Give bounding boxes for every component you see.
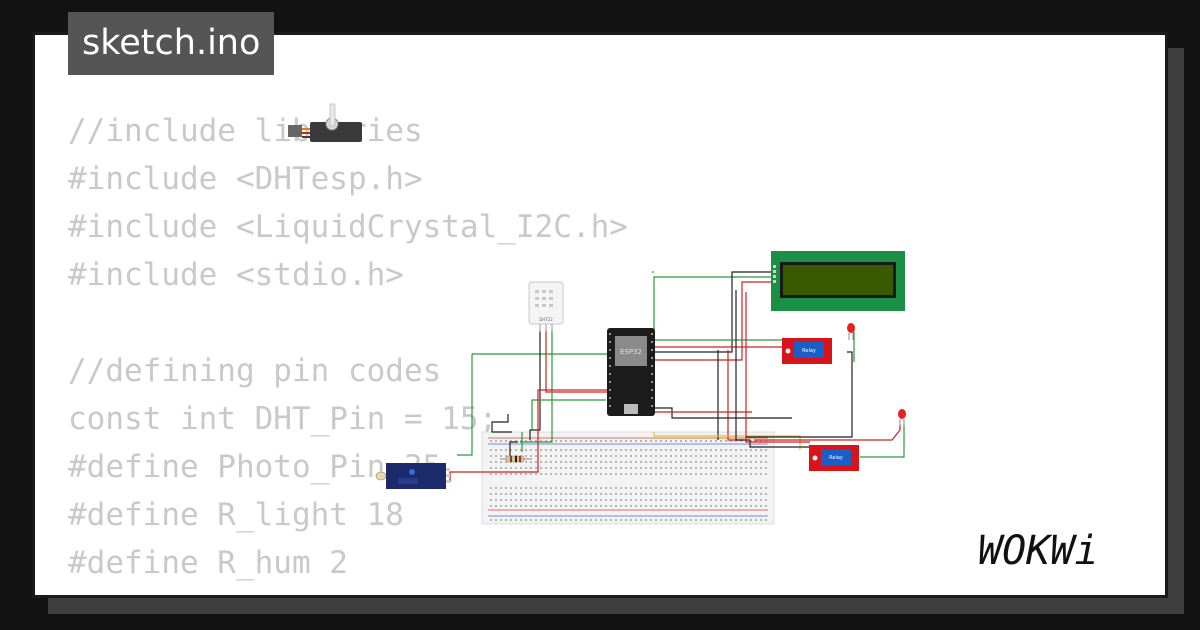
ldr-sensor-module[interactable]	[375, 463, 450, 489]
project-card[interactable]: //include libraries #include <DHTesp.h> #i…	[32, 32, 1168, 598]
dht22-sensor[interactable]: DHT22	[528, 281, 564, 332]
esp32-label: ESP32	[620, 348, 642, 356]
relay1-label: Relay	[802, 348, 816, 354]
code-line: #include <stdio.h>	[68, 257, 404, 293]
code-line: #define R_hum 2	[68, 545, 348, 581]
relay2-label: Relay	[829, 455, 843, 461]
code-line: //include libraries	[68, 113, 423, 149]
relay-module-2[interactable]: Relay	[809, 445, 859, 471]
lcd-display[interactable]	[771, 251, 905, 311]
breadboard[interactable]	[481, 431, 775, 525]
led-red-2[interactable]	[898, 409, 906, 426]
resistor[interactable]	[500, 455, 532, 463]
code-line: #define R_light 18	[68, 497, 404, 533]
dht-label: DHT22	[539, 317, 553, 322]
code-line: #include <LiquidCrystal_I2C.h>	[68, 209, 628, 245]
svg-text:WOKWi: WOKWi	[978, 528, 1098, 574]
led-red-1[interactable]	[847, 323, 855, 340]
wokwi-logo: WOKWi	[978, 528, 1098, 574]
esp32-board[interactable]: ESP32	[607, 328, 655, 416]
code-preview: //include libraries #include <DHTesp.h> #i…	[68, 107, 628, 598]
code-line: DHTesp DHT;	[68, 587, 628, 598]
code-line: #include <DHTesp.h>	[68, 161, 423, 197]
file-name-tab[interactable]: sketch.ino	[68, 12, 275, 75]
code-line: const int DHT_Pin = 15;	[68, 401, 498, 437]
circuit-diagram[interactable]: DHT22 ESP32	[32, 32, 1168, 598]
servo-motor[interactable]	[288, 103, 362, 142]
wires	[449, 271, 905, 482]
code-line: //defining pin codes	[68, 353, 442, 389]
relay-module-1[interactable]: Relay	[782, 338, 832, 364]
